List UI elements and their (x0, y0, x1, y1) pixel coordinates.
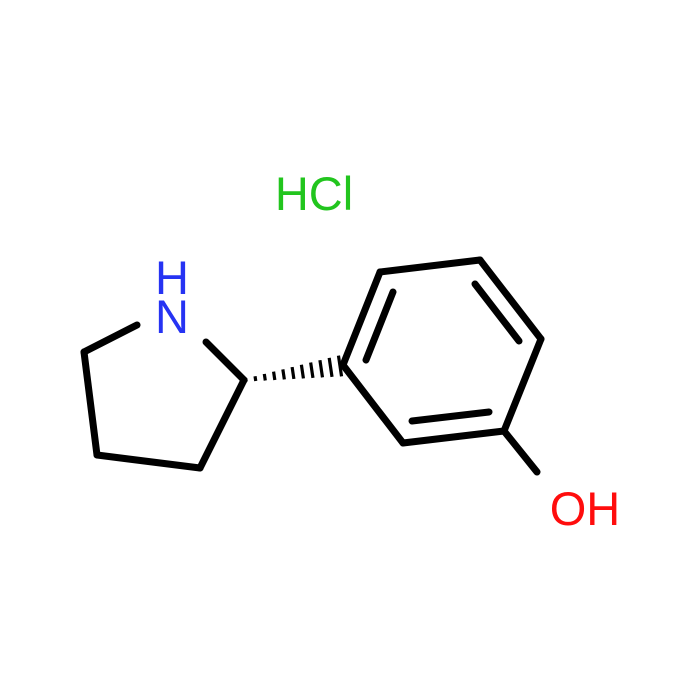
hcl-label: HCl (275, 167, 353, 220)
bond-aromatic-4 (476, 256, 545, 343)
bond-aromatic-1 (339, 361, 407, 447)
bond-aromatic-6 (339, 268, 384, 369)
benzene-ring (339, 256, 545, 447)
hash-line (253, 375, 258, 382)
hash-line (318, 359, 325, 378)
pyrrolidine-ring (80, 321, 248, 472)
hash-line (262, 373, 267, 381)
hash-line (299, 364, 305, 379)
bond-aromatic-5 (376, 256, 484, 276)
bond-aromatic-3 (500, 335, 545, 435)
hash-line (290, 366, 296, 380)
hash-line (281, 369, 286, 380)
hydroxyl-label: OH (550, 482, 621, 535)
nitrogen-label: N (155, 290, 189, 343)
bond-c3-c2 (196, 376, 248, 472)
bond-c-o (500, 427, 541, 476)
hash-line (309, 362, 315, 379)
bond-aromatic-inner-1 (362, 288, 397, 364)
h-on-nitrogen-label: H (155, 251, 189, 304)
bond-c2-n (202, 338, 248, 384)
hash-line (327, 357, 334, 378)
hash-line (271, 371, 277, 381)
bond-aromatic-inner-3 (408, 408, 493, 425)
bond-n-c5 (80, 321, 141, 356)
bond-aromatic-2 (399, 427, 508, 447)
bond-c4-c3 (93, 451, 204, 472)
hashed-wedge-bond (244, 355, 344, 382)
bond-c5-c4 (80, 348, 101, 459)
bond-aromatic-inner-2 (471, 280, 523, 345)
